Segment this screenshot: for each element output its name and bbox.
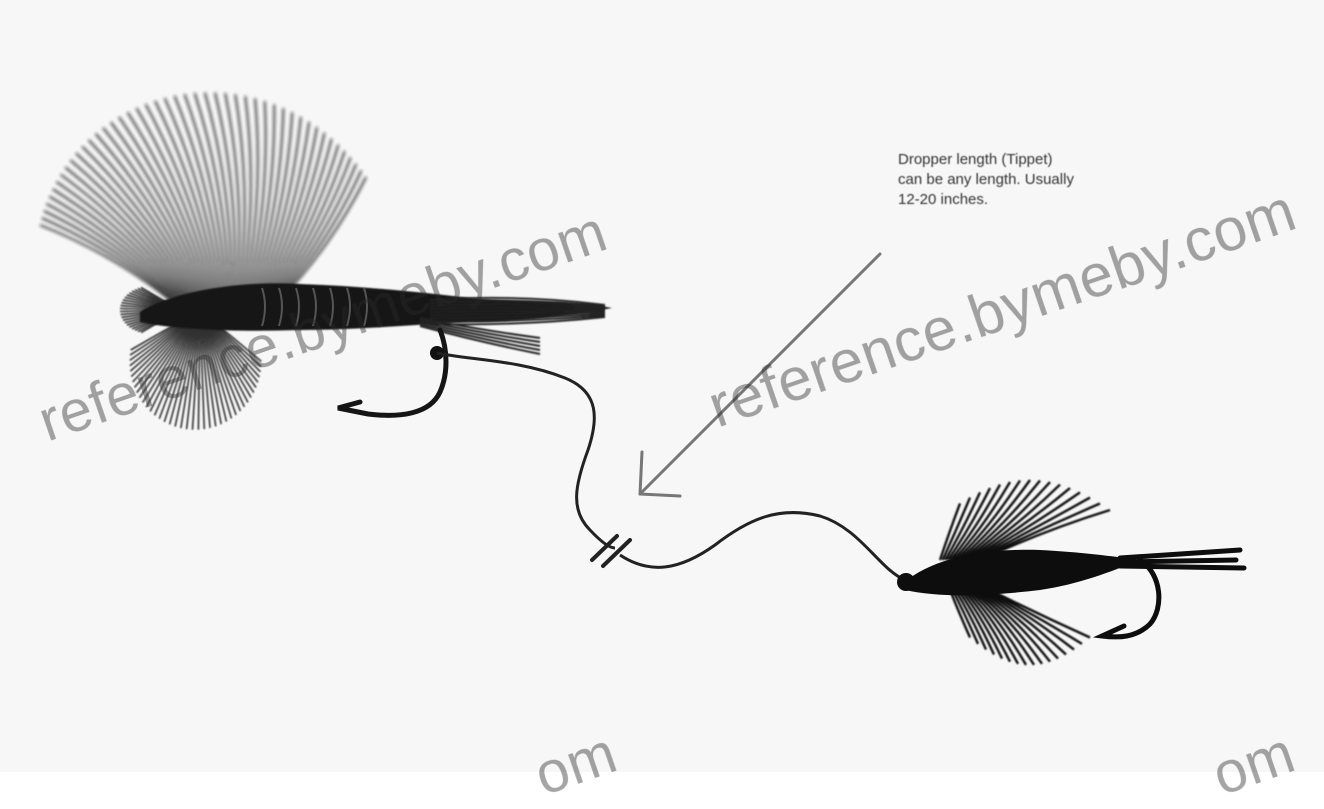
dry-fly-wing [40,93,366,300]
line-break-icon [592,536,630,566]
tail-fiber [420,322,540,346]
wet-fly-icon [897,480,1244,665]
wing-fiber [235,94,244,300]
wet-fly-hook-icon [1102,560,1159,637]
tippet-line [437,353,615,548]
wet-fly-head [897,573,915,591]
dropper-annotation: Dropper length (Tippet) can be any lengt… [898,150,1198,210]
tippet-line-lower [620,513,905,580]
diagram-canvas: Dropper length (Tippet) can be any lengt… [0,0,1324,772]
wet-fly-hackle-bottom [950,590,1090,665]
wet-fly-hackle-top [940,480,1110,560]
